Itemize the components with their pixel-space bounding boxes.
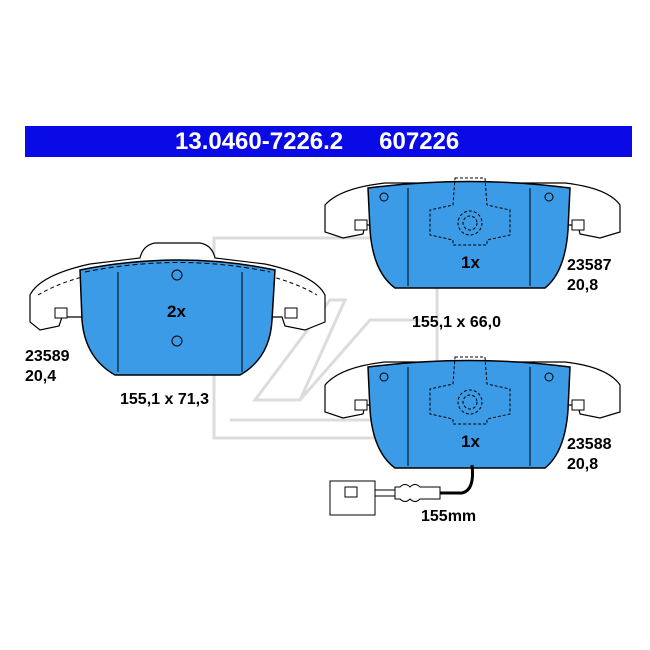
- pad-top-right-code: 23587: [567, 257, 612, 274]
- pad-bottom-right: [324, 356, 621, 516]
- pad-bottom-right-code: 23588: [567, 436, 612, 453]
- pad-left-clip-left: [54, 307, 68, 319]
- part-number: 13.0460-7226.2: [175, 127, 344, 155]
- pad-left-clip-right: [284, 307, 298, 319]
- pad-top-right-dimensions: 155,1 x 66,0: [412, 314, 501, 331]
- pad-left-friction: [79, 259, 276, 376]
- pad-left-quantity: 2x: [167, 302, 186, 321]
- pad-bottom-right-thickness: 20,8: [567, 456, 599, 473]
- wire-length-label: 155mm: [421, 508, 477, 525]
- reference-number: 607226: [379, 127, 460, 155]
- pad-top-right: [324, 177, 621, 289]
- pad-left-code: 23589: [25, 348, 70, 365]
- wear-sensor-wire: [329, 464, 474, 516]
- pad-top-right-quantity: 1x: [461, 253, 480, 272]
- pad-left-thickness: 20,4: [25, 368, 57, 385]
- pad-tr-friction: [367, 180, 571, 289]
- pad-top-right-thickness: 20,8: [567, 277, 599, 294]
- pad-bottom-right-quantity: 1x: [461, 432, 480, 451]
- pad-left: [29, 242, 326, 376]
- pad-br-friction: [367, 359, 571, 469]
- pad-left-dimensions: 155,1 x 71,3: [120, 391, 209, 408]
- title-banner: 13.0460-7226.2 607226: [25, 126, 632, 157]
